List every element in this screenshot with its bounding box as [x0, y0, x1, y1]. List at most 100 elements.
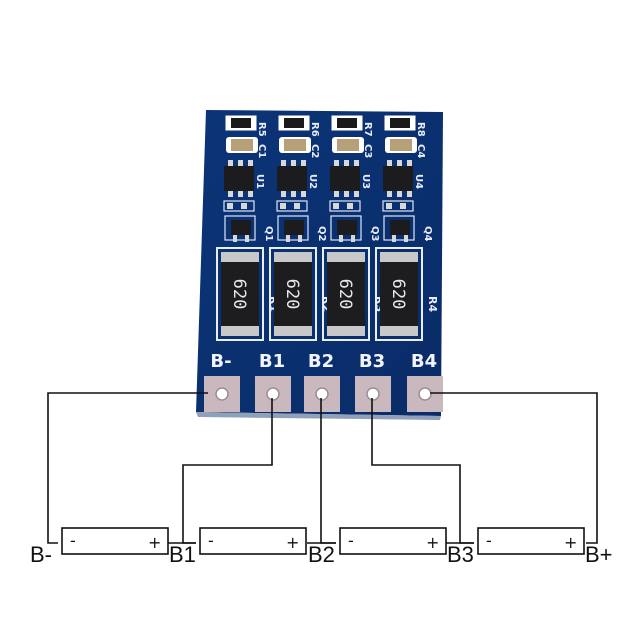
small-resistor-label: R8 — [415, 122, 426, 137]
cell-row: -+-+-+-+ — [61, 527, 585, 555]
small-resistor-label: R5 — [256, 122, 267, 137]
mosfet-pin — [245, 235, 249, 242]
ic-body — [277, 166, 307, 191]
ic-chip: U2 — [276, 160, 318, 212]
resistor-silk-outline — [216, 247, 264, 341]
resistor-end-cap — [274, 252, 312, 262]
wiring-diagram — [47, 392, 598, 544]
resistor-end-cap — [274, 326, 312, 336]
resistor-code: 620 — [335, 279, 355, 310]
resistor-body — [327, 262, 365, 326]
resistor-code: 620 — [388, 279, 408, 310]
resistor-body — [274, 262, 312, 326]
capacitor-label: C1 — [256, 144, 267, 158]
wire — [320, 398, 336, 544]
ic-chip: U4 — [382, 160, 424, 212]
solder-pad: B3 — [355, 351, 391, 412]
capacitor-body — [390, 139, 412, 151]
pad-hole — [315, 387, 329, 401]
wire — [430, 392, 598, 544]
ic-label: U4 — [413, 174, 424, 189]
ic-pad — [400, 203, 406, 209]
mosfet: Q3 — [330, 215, 380, 242]
ic-body — [330, 166, 360, 191]
resistor-end-cap — [221, 252, 259, 262]
resistor-silk-outline — [375, 247, 423, 341]
ic-pin — [354, 160, 359, 166]
ic-pin — [291, 191, 296, 197]
pad-label: B4 — [411, 351, 437, 372]
ic-pin — [228, 160, 233, 166]
ic-footprint-outline — [329, 200, 361, 212]
ic-pin — [387, 191, 392, 197]
resistor-code: 620 — [282, 279, 302, 310]
cell-body — [339, 527, 447, 555]
resistor-body — [231, 118, 251, 128]
battery-cell: -+ — [477, 527, 585, 555]
ic-body — [383, 166, 413, 191]
terminal-label: B+ — [585, 542, 613, 567]
pad-label: B- — [210, 351, 231, 372]
mosfet-pin — [404, 235, 408, 242]
resistor-label: R4 — [426, 296, 439, 312]
ic-pin — [407, 191, 412, 197]
resistor-body — [380, 262, 418, 326]
mosfet-outline — [277, 215, 309, 241]
capacitor: C2 — [279, 137, 320, 158]
ic-pin — [238, 160, 243, 166]
cell-body — [61, 527, 169, 555]
resistor-end-cap — [327, 252, 365, 262]
ic-footprint-outline — [223, 200, 255, 212]
resistor-end-cap — [221, 326, 259, 336]
capacitor-body — [337, 139, 359, 151]
ic-pin — [301, 160, 306, 166]
capacitor: C4 — [385, 137, 426, 158]
mosfet-pin — [351, 235, 355, 242]
pad-label: B1 — [259, 351, 285, 372]
ic-pin — [291, 160, 296, 166]
mosfet-label: Q3 — [369, 226, 380, 242]
capacitor: C3 — [332, 137, 373, 158]
ic-pin — [248, 160, 253, 166]
mosfet-pin — [298, 235, 302, 242]
solder-pad: B1 — [255, 351, 291, 412]
mosfet: Q2 — [277, 215, 327, 242]
resistor-end-cap — [327, 326, 365, 336]
cell-positive-sign: + — [426, 533, 439, 552]
wire — [47, 392, 208, 544]
ic-pad — [333, 203, 339, 209]
pad-hole — [366, 387, 380, 401]
mosfet-pin — [392, 235, 396, 242]
small-resistor-label: R6 — [309, 122, 320, 137]
mosfet-label: Q1 — [263, 226, 274, 242]
mosfet-outline — [383, 215, 415, 241]
ic-pad — [386, 203, 392, 209]
resistor-body — [390, 118, 410, 128]
resistor-code: 620 — [229, 279, 249, 310]
mosfet-pin — [233, 235, 237, 242]
pad-label: B3 — [359, 351, 385, 372]
capacitor-body — [231, 139, 253, 151]
ic-pad — [294, 203, 300, 209]
ic-pad — [227, 203, 233, 209]
cell-negative-sign: - — [348, 531, 354, 550]
resistor-body — [284, 118, 304, 128]
ic-pin — [387, 160, 392, 166]
ic-footprint-outline — [276, 200, 308, 212]
cell-positive-sign: + — [564, 533, 577, 552]
pad-hole — [418, 387, 432, 401]
mosfet-body — [231, 220, 251, 235]
terminal-label: B- — [30, 542, 52, 567]
ic-footprint-outline — [382, 200, 414, 212]
ic-pad — [347, 203, 353, 209]
ic-label: U3 — [360, 174, 371, 189]
terminal-label: B2 — [308, 542, 335, 567]
ic-pin — [238, 191, 243, 197]
